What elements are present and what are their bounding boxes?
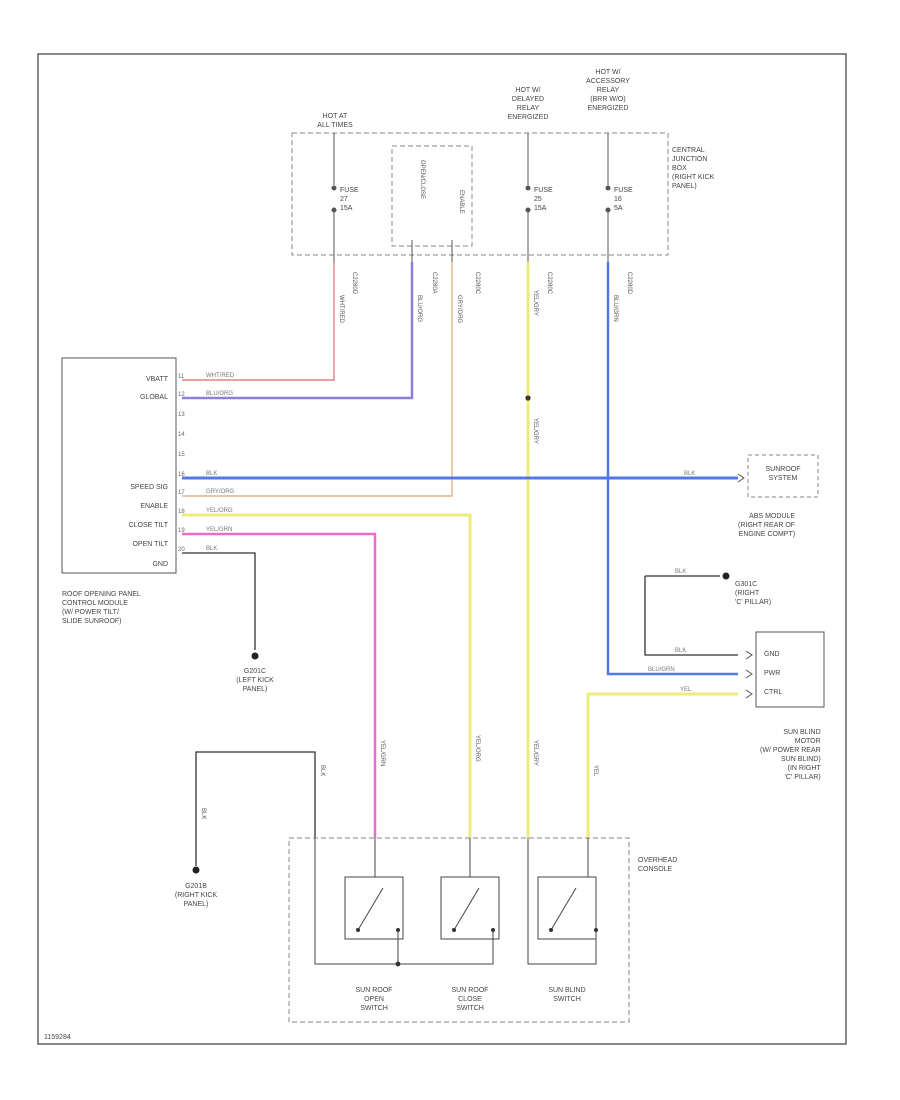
vertical-wire-label: YEL/GRY — [532, 740, 538, 766]
connector-label-5: C2280D — [626, 272, 632, 295]
pin-number: 13 — [178, 412, 185, 418]
junction-box-label: CENTRAL JUNCTION BOX (RIGHT KICK PANEL) — [672, 147, 715, 190]
sun-blind-motor-box — [755, 631, 825, 708]
vertical-wire-label: YEL/GRN — [379, 740, 385, 767]
motor-pin-arrows — [737, 473, 753, 699]
module-box — [61, 357, 177, 574]
module-pin-open-tilt: OPEN TILT — [132, 541, 168, 548]
fuse-b-label: FUSE 25 15A — [534, 187, 553, 212]
module-wire-label: BLK — [206, 471, 218, 477]
sun-blind-motor-label: SUN BLIND MOTOR (W/ POWER REAR SUN BLIND… — [760, 729, 821, 781]
motor-wire-label: BLK — [675, 569, 687, 575]
pin-number: 18 — [178, 509, 185, 515]
pin-number: 15 — [178, 452, 185, 458]
open-close-label: OPEN/CLOSE — [419, 160, 425, 200]
wire-blu-grn — [606, 262, 738, 676]
module-wire-label: YEL/GRN — [206, 527, 233, 533]
fuse-c-label: FUSE 16 5A — [614, 187, 633, 212]
wire-motor-ctrl — [586, 692, 738, 838]
sun-roof-close-switch-label: SUN ROOF CLOSE SWITCH — [451, 987, 489, 1012]
wire-wht-red — [182, 262, 335, 381]
motor-wire-label: BLK — [675, 648, 687, 654]
pin-number: 14 — [178, 432, 185, 438]
connector-label-2: C2280A — [431, 272, 437, 294]
pin-number: 16 — [178, 472, 185, 478]
vertical-wire-label: BLK — [200, 808, 206, 820]
fuse-a-label: FUSE 27 15A — [340, 187, 359, 212]
ground-c-pillar-label: G301C (RIGHT 'C' PILLAR) — [735, 581, 772, 606]
motor-wire-label: YEL — [680, 687, 692, 693]
relay-box — [391, 145, 473, 247]
fuse-symbols — [331, 133, 611, 262]
module-wire-label: BLK — [206, 546, 218, 552]
module-pin-close-tilt: CLOSE TILT — [128, 522, 168, 529]
ground-right-kick — [192, 866, 200, 874]
wire-gnd-right — [195, 751, 316, 866]
frame — [37, 53, 847, 1045]
wire-label-blu-grn: BLU/GRN — [612, 295, 618, 322]
wire-label-blu-org: BLU/ORG — [416, 295, 422, 323]
pin-number: 20 — [178, 547, 185, 553]
module-pin-vbatt: VBATT — [145, 376, 168, 383]
module-wire-label: YEL/ORG — [206, 508, 233, 514]
switch-symbols — [314, 838, 597, 965]
overhead-console-label: OVERHEAD CONSOLE — [638, 857, 678, 873]
motor-pin-pwr: PWR — [764, 670, 781, 677]
wire-label-wht-red: WHT/RED — [338, 295, 344, 323]
ground-left-kick — [251, 652, 259, 660]
wire-label-gry-org: GRY/ORG — [456, 295, 462, 324]
diagram-id: 1159284 — [44, 1034, 71, 1041]
wire-yel-grn — [182, 532, 377, 838]
motor-wire-label: BLU/GRN — [648, 667, 675, 673]
pin-number: 19 — [178, 528, 185, 534]
pin-number: 12 — [178, 392, 185, 398]
connector-label-4: C2280C — [546, 272, 552, 295]
hot-accessory-relay-label: HOT W/ ACCESSORY RELAY (BRR W/O) ENERGIZ… — [586, 69, 630, 112]
ground-c-pillar — [722, 572, 730, 580]
junction-box — [291, 132, 669, 256]
sunroof-system-label: SUNROOF SYSTEM — [765, 466, 801, 482]
module-pin-speed-sig: SPEED SIG — [130, 484, 168, 491]
wire-yel-org — [182, 513, 472, 838]
wire-label-yel-gry: YEL/GRY — [532, 290, 538, 316]
wire-blu-org — [182, 262, 414, 400]
wire-gnd-left — [182, 552, 256, 650]
module-wire-label: GRY/ORG — [206, 489, 235, 495]
module-pin-gnd: GND — [152, 561, 168, 568]
pin-number: 17 — [178, 490, 185, 496]
connector-label-3: C2280C — [474, 272, 480, 295]
connector-label-1: C2280D — [351, 272, 357, 295]
module-wire-label: BLU/ORG — [206, 391, 234, 397]
hot-at-all-times-label: HOT AT ALL TIMES — [317, 113, 353, 129]
vertical-wire-label: BLK — [319, 765, 325, 777]
abs-module-label: ABS MODULE (RIGHT REAR OF ENGINE COMPT) — [738, 513, 796, 538]
overhead-console-box — [288, 837, 630, 1023]
splice — [525, 395, 531, 401]
hot-delayed-relay-label: HOT W/ DELAYED RELAY ENERGIZED — [507, 87, 549, 121]
module-pin-global: GLOBAL — [139, 394, 168, 401]
sun-roof-open-switch-label: SUN ROOF OPEN SWITCH — [355, 987, 393, 1012]
module-wire-label: WHT/RED — [206, 373, 234, 379]
ground-left-kick-label: G201C (LEFT KICK PANEL) — [236, 668, 274, 693]
motor-pin-gnd: GND — [764, 651, 780, 658]
wire-motor-gnd — [644, 576, 738, 656]
abs-connector — [747, 454, 819, 498]
motor-pin-ctrl: CTRL — [764, 689, 783, 696]
ground-right-kick-label: G201B (RIGHT KICK PANEL) — [174, 883, 218, 908]
wire-gry-org — [182, 262, 453, 497]
vertical-wire-label: YEL — [592, 765, 598, 777]
vertical-wire-label: YEL/GRY — [532, 418, 538, 444]
wire-label-blk-speed: BLK — [684, 471, 696, 477]
pin-number: 11 — [178, 374, 185, 380]
sun-blind-switch-label: SUN BLIND SWITCH — [548, 987, 586, 1003]
enable-label: ENABLE — [458, 190, 464, 214]
module-pin-enable: ENABLE — [140, 503, 168, 510]
vertical-wire-label: YEL/ORG — [474, 735, 480, 762]
module-label: ROOF OPENING PANEL CONTROL MODULE (W/ PO… — [62, 591, 141, 625]
